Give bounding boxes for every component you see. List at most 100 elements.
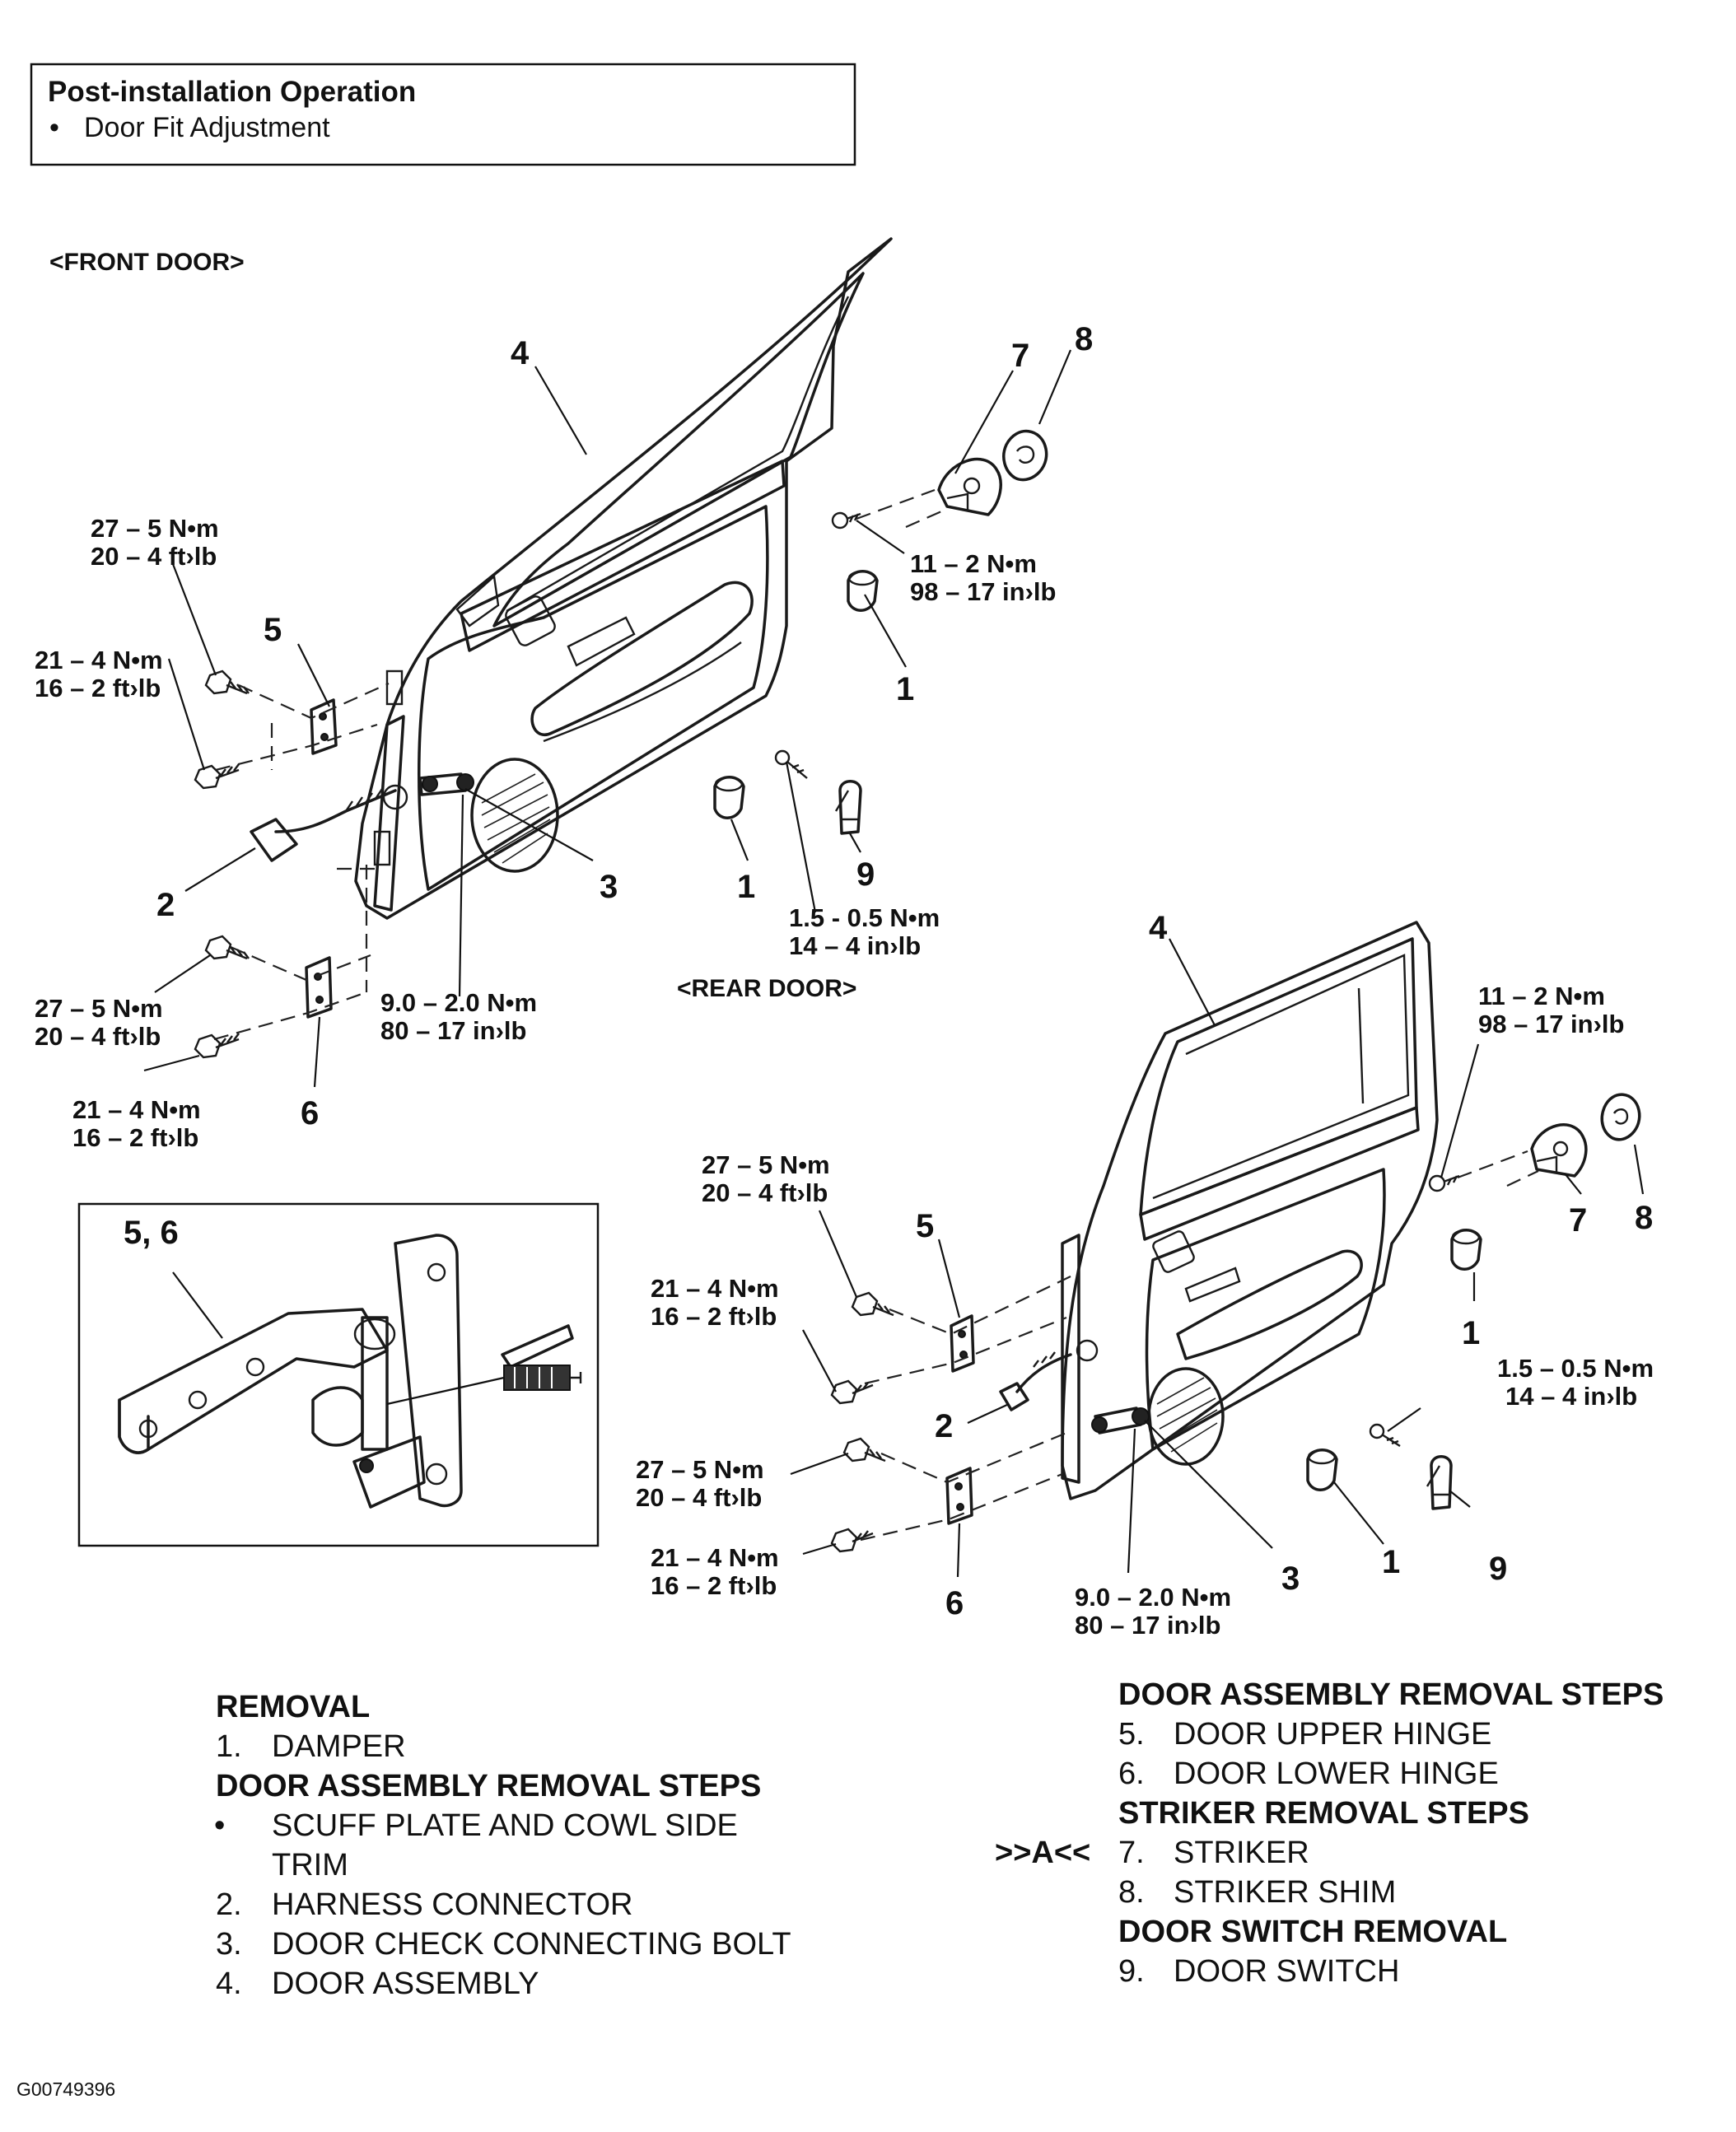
leader-rear-switch-torque — [1387, 1407, 1421, 1432]
callout-rear-1-lower: 1 — [1382, 1544, 1400, 1580]
hinge-detail-frame — [77, 1202, 600, 1547]
rear-lower-hinge-guide-2 — [860, 1472, 1063, 1542]
callout-front-3: 3 — [600, 869, 618, 905]
step-bullet: • — [214, 1808, 225, 1843]
front-lower-hinge-guide-2 — [213, 991, 367, 1041]
front-door-hinge-face — [373, 715, 405, 912]
removal-steps-right: DOOR ASSEMBLY REMOVAL STEPS 5. DOOR UPPE… — [995, 1677, 1664, 1989]
post-installation-title: Post-installation Operation — [48, 76, 416, 108]
front-striker-shim — [1002, 430, 1048, 482]
rear-door-window-switch — [1184, 1267, 1241, 1303]
front-door-window-frame — [492, 272, 865, 627]
torque-rear-upper-bolt-b-ftlb: 16 – 2 ft›lb — [651, 1302, 777, 1331]
front-door-speaker-grille — [481, 773, 551, 864]
hinge-detail-lower-knuckle — [311, 1386, 364, 1447]
figure-id: G00749396 — [16, 2078, 115, 2100]
front-harness-wire — [274, 789, 397, 833]
step-6-door-lower-hinge: DOOR LOWER HINGE — [1174, 1756, 1499, 1791]
rear-damper-lower — [1306, 1449, 1338, 1491]
front-striker-guide-2 — [905, 507, 948, 529]
step-9-door-switch: DOOR SWITCH — [1174, 1954, 1399, 1989]
step-4-number: 4. — [216, 1966, 242, 2001]
rear-door-belt-trim — [1139, 1106, 1420, 1241]
leader-rear-lower-bolt-b — [802, 1542, 837, 1556]
heading-door-switch-removal: DOOR SWITCH REMOVAL — [1118, 1915, 1507, 1949]
hinge-detail-pin-barrel — [361, 1316, 389, 1451]
step-3-number: 3. — [216, 1927, 242, 1962]
leader-front-upper-bolt-b — [167, 658, 206, 771]
front-door-inner-handle — [505, 595, 556, 646]
leader-rear-1-lower — [1333, 1481, 1384, 1545]
callout-rear-4: 4 — [1149, 910, 1168, 946]
step-7-striker: STRIKER — [1174, 1836, 1309, 1870]
callout-rear-2: 2 — [935, 1408, 953, 1444]
torque-front-check-inlb: 80 – 17 in›lb — [380, 1016, 526, 1045]
heading-door-assembly-removal-steps-left: DOOR ASSEMBLY REMOVAL STEPS — [216, 1769, 761, 1803]
front-door-switch — [834, 780, 862, 835]
removal-steps-left: REMOVAL 1. DAMPER DOOR ASSEMBLY REMOVAL … — [214, 1690, 791, 2001]
callout-rear-6: 6 — [945, 1585, 964, 1621]
rear-door-switch — [1426, 1455, 1453, 1510]
front-upper-hinge-bolt-upper — [204, 669, 250, 695]
leader-front-upper-bolt-a — [171, 563, 217, 676]
hinge-detail-body-arm — [118, 1308, 389, 1454]
heading-striker-removal-steps: STRIKER REMOVAL STEPS — [1118, 1796, 1529, 1831]
leader-front-4 — [534, 366, 587, 455]
leader-rear-7 — [1564, 1173, 1582, 1195]
front-striker-guide-1 — [856, 488, 936, 520]
front-door-trim-panel — [418, 505, 769, 891]
step-1-number: 1. — [216, 1729, 242, 1764]
front-door-lower-mount — [373, 830, 391, 866]
callout-front-4: 4 — [511, 335, 530, 371]
hinge-detail-label-leader — [172, 1271, 223, 1339]
front-striker-screw — [831, 511, 861, 530]
front-harness-corrugation — [345, 788, 383, 812]
torque-front-switch-inlb: 14 – 4 in›lb — [789, 931, 921, 960]
front-door-assembly-illustration — [354, 237, 893, 920]
rear-striker-shim — [1600, 1093, 1641, 1141]
front-lower-hinge-body — [305, 956, 333, 1019]
rear-upper-hinge-guide-2 — [864, 1316, 1067, 1385]
step-5-door-upper-hinge: DOOR UPPER HINGE — [1174, 1717, 1491, 1752]
rear-striker-guide-2 — [1506, 1170, 1539, 1187]
grease-symbol-lever — [501, 1324, 574, 1369]
front-door-window-glass-edge — [506, 296, 850, 613]
front-door-check-bolt — [456, 773, 474, 791]
rear-door-speaker-grille — [1156, 1377, 1218, 1453]
leader-front-lower-bolt-a — [154, 954, 211, 993]
front-door-check-bolt-2 — [422, 776, 438, 792]
leader-rear-3 — [1144, 1420, 1273, 1549]
step-3-door-check-bolt: DOOR CHECK CONNECTING BOLT — [272, 1927, 791, 1962]
rear-door-switch-screw — [1369, 1423, 1401, 1448]
leader-front-8 — [1038, 349, 1072, 425]
rear-harness-grommet — [1076, 1339, 1099, 1362]
torque-rear-upper-bolt-a-ftlb: 20 – 4 ft›lb — [702, 1178, 828, 1207]
leader-rear-upper-bolt-a — [818, 1210, 858, 1298]
front-harness-plug — [250, 818, 298, 862]
leader-rear-9 — [1449, 1490, 1471, 1508]
torque-front-upper-bolt-a-ftlb: 20 – 4 ft›lb — [91, 542, 217, 571]
rear-door-hinge-face — [1061, 1234, 1080, 1484]
front-lower-hinge-bolt-lower — [194, 1033, 240, 1059]
front-door-switch-screw — [774, 749, 808, 779]
hinge-detail-door-plate — [394, 1234, 463, 1508]
leader-rear-8 — [1633, 1144, 1645, 1195]
grease-symbol-leader — [386, 1376, 505, 1406]
rear-striker — [1457, 1123, 1588, 1187]
front-door-speaker — [470, 758, 559, 873]
leader-front-6 — [313, 1016, 321, 1088]
leader-front-5 — [297, 643, 330, 707]
callout-rear-1-upper: 1 — [1462, 1315, 1480, 1351]
front-door-outer-panel — [354, 237, 893, 920]
torque-rear-upper-bolt-b-nm: 21 – 4 N•m — [651, 1274, 779, 1303]
front-upper-hinge-guide-2 — [215, 723, 378, 772]
leader-front-9 — [849, 833, 861, 853]
front-lower-hinge — [213, 865, 375, 1041]
callout-rear-5: 5 — [916, 1208, 934, 1244]
torque-front-upper-bolt-b-ftlb: 16 – 2 ft›lb — [35, 674, 161, 702]
grease-symbol-nozzle — [570, 1372, 582, 1383]
callout-rear-7: 7 — [1569, 1202, 1587, 1239]
torque-front-striker-nm: 11 – 2 N•m — [910, 549, 1037, 578]
rear-striker-screw — [1428, 1174, 1460, 1192]
post-installation-frame — [30, 63, 856, 166]
